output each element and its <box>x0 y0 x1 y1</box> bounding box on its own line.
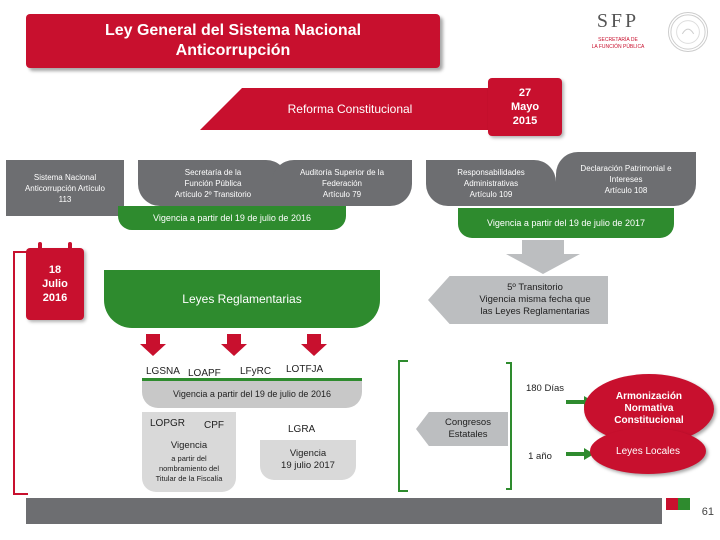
vigencia-2017-banner: Vigencia a partir del 19 de julio de 201… <box>458 208 674 238</box>
vigencia-2016-banner: Vigencia a partir del 19 de julio de 201… <box>118 206 346 230</box>
date-month: Mayo <box>510 101 540 113</box>
bracket-right <box>506 362 512 490</box>
congresos-line-2: Estatales <box>448 429 488 440</box>
down-arrow-icon <box>221 334 247 356</box>
date-day: 27 <box>518 87 532 99</box>
logo-subtitle-line-2: LA FUNCIÓN PÚBLICA <box>591 44 645 50</box>
decl-line-1: Declaración Patrimonial e <box>580 163 672 173</box>
title-line-2: Anticorrupción <box>175 42 291 59</box>
lopgr-detail: a partir del nombramiento del Titular de… <box>142 454 236 484</box>
down-arrow-icon <box>506 240 580 274</box>
resp-line-2: Administrativas <box>463 178 519 188</box>
leyes-reglamentarias-box: Leyes Reglamentarias <box>104 270 380 328</box>
armonizacion-line-3: Constitucional <box>614 415 684 426</box>
quinto-transitorio-callout: 5º Transitorio Vigencia misma fecha que … <box>428 276 608 324</box>
lopgr-detail-line-1: a partir del <box>171 454 207 463</box>
footer-red-square <box>666 498 678 510</box>
down-arrow-icon <box>301 334 327 356</box>
footer-bar <box>26 498 662 524</box>
lopgr-vigencia: Vigencia <box>170 440 208 451</box>
law-lfyrc: LFyRC <box>240 366 272 377</box>
resp-line-3: Artículo 109 <box>469 189 513 199</box>
armonizacion-line-1: Armonización <box>615 391 683 402</box>
logo-subtitle-line-1: SECRETARÍA DE <box>598 37 638 43</box>
days-180-label: 180 Días <box>525 382 565 394</box>
sistema-line-1: Sistema Nacional <box>33 172 97 182</box>
date-calendar-main: 27 Mayo 2015 <box>488 78 562 136</box>
asf-line-2: Federación <box>321 178 363 188</box>
footer-green-square <box>678 498 690 510</box>
reforma-label: Reforma Constitucional <box>287 102 413 116</box>
decl-line-2: Intereses <box>609 174 643 184</box>
asf-box: Auditoría Superior de la Federación Artí… <box>272 160 412 206</box>
down-arrow-icon <box>140 334 166 356</box>
lopgr-detail-line-3: Titular de la Fiscalía <box>155 474 223 483</box>
calendar-month: Julio <box>42 278 68 290</box>
sistema-line-3: 113 <box>58 194 72 204</box>
sfp-box: Secretaría de la Función Pública Artícul… <box>138 160 288 206</box>
lgra-box: Vigencia 19 julio 2017 <box>260 440 356 480</box>
decl-line-3: Artículo 108 <box>604 185 648 195</box>
quinto-line-1: 5º Transitorio <box>507 282 563 293</box>
responsabilidades-box: Responsabilidades Administrativas Artícu… <box>426 160 556 206</box>
law-lgra: LGRA <box>288 424 316 435</box>
law-lgsna: LGSNA <box>146 366 180 377</box>
title-line-1: Ley General del Sistema Nacional <box>104 22 362 39</box>
slide-title: Ley General del Sistema Nacional Anticor… <box>105 21 361 61</box>
lgra-vigencia: Vigencia <box>289 448 327 459</box>
lopgr-detail-line-2: nombramiento del <box>158 464 220 473</box>
resp-line-1: Responsabilidades <box>457 167 525 177</box>
timeline-connector <box>13 251 28 495</box>
sistema-line-2: Anticorrupción Artículo <box>24 183 106 193</box>
sfp-line-2: Función Pública <box>184 178 242 188</box>
sistema-nacional-box: Sistema Nacional Anticorrupción Artículo… <box>6 160 124 216</box>
page-number: 61 <box>701 506 714 518</box>
vigencia-2016-leyes: Vigencia a partir del 19 de julio de 201… <box>142 380 362 408</box>
leyes-locales-oval: Leyes Locales <box>590 428 706 474</box>
logo-text: SFP <box>596 10 640 32</box>
calendar-day: 18 <box>48 264 62 276</box>
divider <box>142 378 362 381</box>
sfp-line-1: Secretaría de la <box>184 167 242 177</box>
title-banner: Ley General del Sistema Nacional Anticor… <box>26 14 440 68</box>
law-loapf: LOAPF <box>188 368 221 379</box>
date-year: 2015 <box>512 115 538 127</box>
seal-icon <box>668 12 708 52</box>
law-cpf: CPF <box>204 420 224 431</box>
sfp-line-3: Artículo 2º Transitorio <box>174 189 252 199</box>
declaracion-box: Declaración Patrimonial e Intereses Artí… <box>556 152 696 206</box>
bracket-left <box>398 360 408 492</box>
law-lotfja: LOTFJA <box>286 364 324 375</box>
law-lopgr: LOPGR <box>150 418 186 429</box>
sfp-logo: SFP SECRETARÍA DE LA FUNCIÓN PÚBLICA <box>572 10 712 62</box>
reforma-banner: Reforma Constitucional <box>200 88 500 130</box>
date-calendar-2016: 18 Julio 2016 <box>26 248 84 320</box>
asf-line-3: Artículo 79 <box>322 189 362 199</box>
calendar-year: 2016 <box>42 292 68 304</box>
congresos-estatales-callout: Congresos Estatales <box>416 412 508 446</box>
congresos-line-1: Congresos <box>445 417 491 428</box>
asf-line-1: Auditoría Superior de la <box>299 167 385 177</box>
lopgr-box <box>142 412 236 492</box>
lgra-date: 19 julio 2017 <box>281 460 335 471</box>
quinto-line-2: Vigencia misma fecha que <box>479 294 591 305</box>
quinto-line-3: las Leyes Reglamentarias <box>480 306 590 317</box>
right-arrow-icon <box>566 448 594 460</box>
logo-subtitle: SECRETARÍA DE LA FUNCIÓN PÚBLICA <box>572 37 664 51</box>
armonizacion-line-2: Normativa <box>624 403 674 414</box>
one-year-label: 1 año <box>528 450 552 462</box>
